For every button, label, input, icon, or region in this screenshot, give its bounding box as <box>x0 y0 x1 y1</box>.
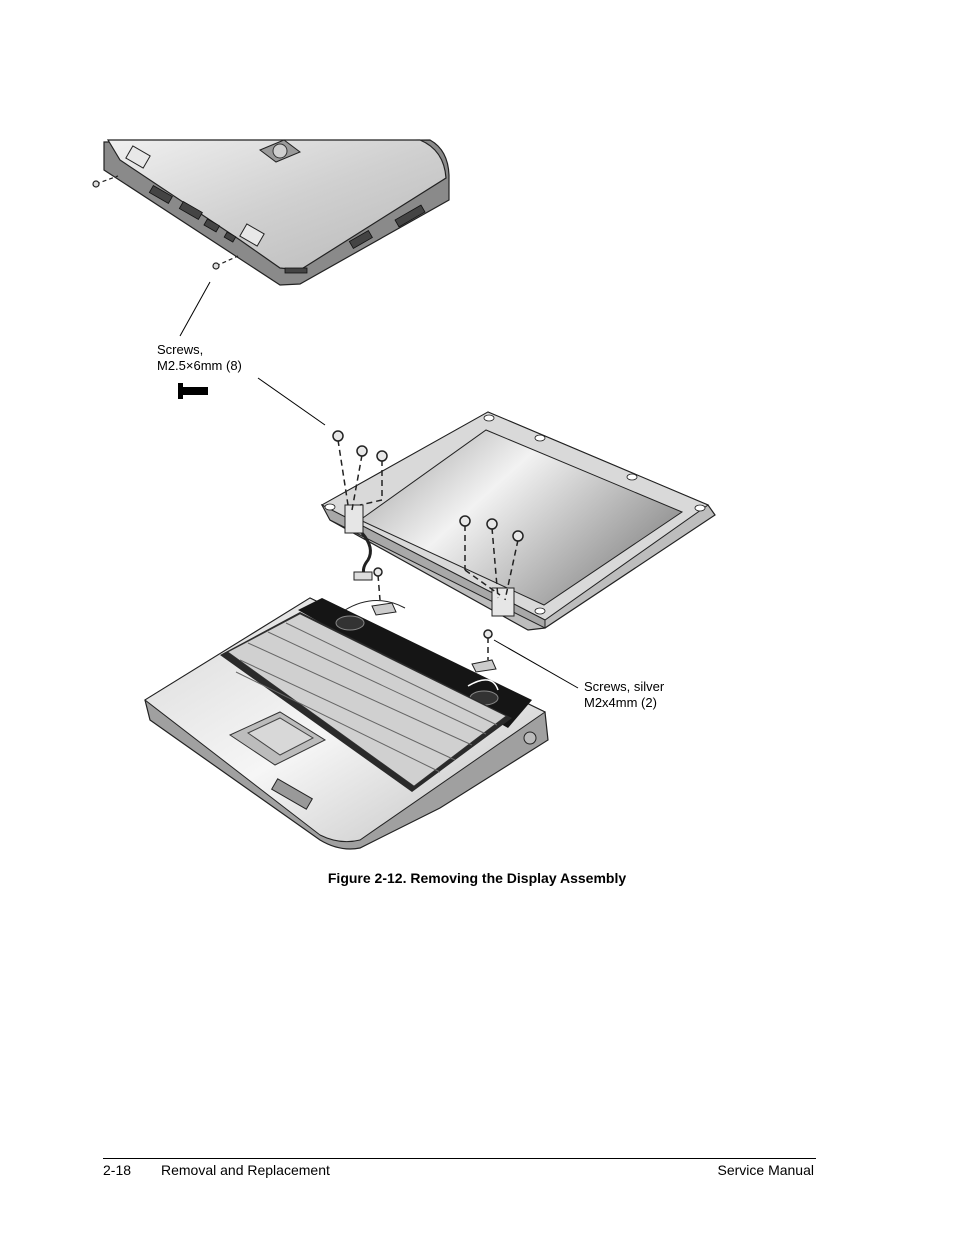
page-number: 2-18 <box>103 1162 132 1178</box>
leader-line-display <box>257 377 326 426</box>
page-footer: 2-18 Removal and Replacement Service Man… <box>103 1158 816 1178</box>
leader-line-bottom <box>493 639 579 689</box>
manual-title: Service Manual <box>717 1162 815 1178</box>
display-removal-illustration <box>92 139 716 850</box>
callout-screws-silver: Screws, silver M2x4mm (2) <box>584 679 665 710</box>
figure-caption: Figure 2-12. Removing the Display Assemb… <box>327 870 627 886</box>
section-title: Removal and Replacement <box>161 1162 330 1178</box>
leader-line-top <box>179 281 211 337</box>
display-screws <box>332 430 524 660</box>
laptop-base <box>144 597 549 850</box>
screw-size-icon <box>178 383 208 399</box>
callout-screws-m25: Screws, M2.5×6mm (8) <box>157 342 242 373</box>
closed-laptop-rear-view <box>92 139 450 286</box>
display-assembly <box>320 411 716 631</box>
